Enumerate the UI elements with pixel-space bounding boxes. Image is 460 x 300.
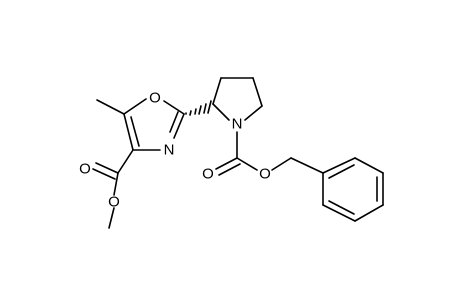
bond-ester-c-o-double-b	[92, 168, 116, 180]
atom-oxazole-oxygen: O	[149, 90, 161, 107]
bond-pyr-c5-n	[244, 105, 263, 121]
bond-carbonyl-c-o-double-a	[215, 157, 238, 170]
bond-c4-c5-double	[130, 116, 140, 147]
atom-oxazole-nitrogen: N	[164, 142, 175, 159]
bond-c2-n3-double	[169, 111, 179, 133]
atom-carbamate-ether-oxygen: O	[259, 166, 271, 183]
bond-pyr-n-c2	[212, 103, 230, 121]
bond-pyr-c4-c5	[252, 77, 263, 107]
bond-ph-1-2	[322, 157, 356, 174]
atom-pyrrolidine-nitrogen: N	[232, 116, 243, 133]
bond-ph-5-6	[322, 204, 356, 222]
bond-c5-o1	[123, 98, 147, 115]
bond-ester-c-o	[113, 172, 119, 196]
bond-o1-c2	[163, 100, 185, 115]
bond-ph-inner-c	[328, 200, 355, 215]
bond-carbonyl-c-o-ether	[236, 157, 258, 171]
bond-c4-ester-c	[117, 149, 134, 174]
bond-o-ch2	[271, 157, 292, 171]
bond-ch2-phenyl	[290, 157, 324, 174]
bond-ph-inner-a	[328, 164, 355, 179]
bond-ph-4-5	[354, 204, 384, 222]
atom-carbamate-carbonyl-oxygen: O	[202, 166, 214, 183]
bond-methyl	[96, 99, 125, 115]
bond-ph-2-3	[354, 157, 384, 174]
bond-c2-n3	[173, 113, 185, 139]
bond-c4-c5	[123, 113, 134, 151]
hashed-wedge-bond	[185, 100, 212, 116]
atom-ester-carbonyl-oxygen: O	[79, 161, 91, 178]
bond-ester-c-o-double-a	[95, 162, 119, 174]
atom-ester-methoxy-oxygen: O	[108, 194, 120, 211]
bond-carbonyl-c-o-double-b	[218, 163, 241, 176]
bond-pyr-c2-c3	[212, 77, 222, 105]
bond-o-methyl	[108, 207, 115, 229]
